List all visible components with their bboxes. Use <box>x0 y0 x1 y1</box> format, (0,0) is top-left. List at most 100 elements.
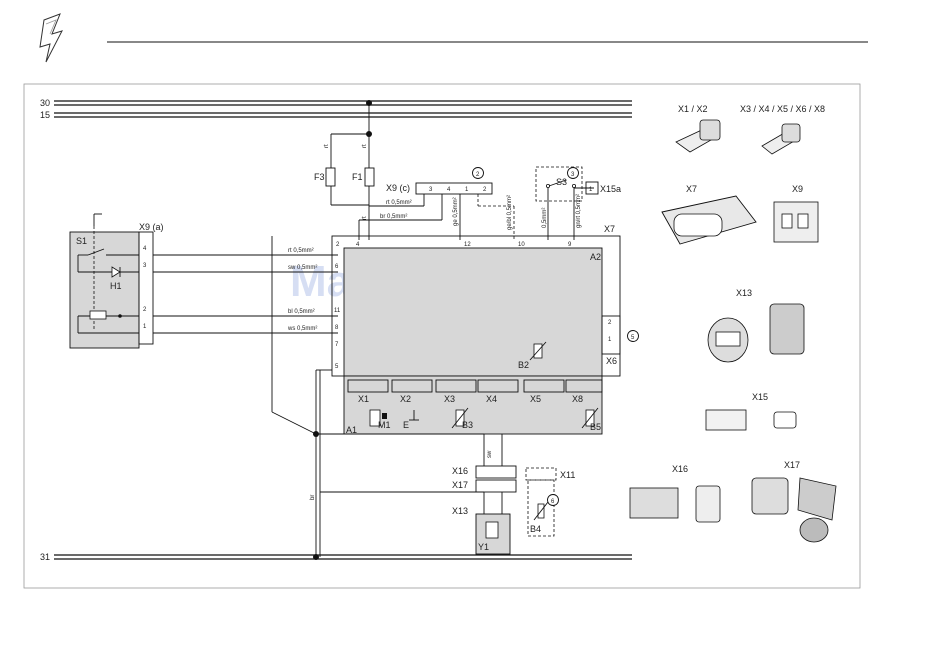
sensor-b3-label: B3 <box>462 420 473 430</box>
callout-3 <box>567 167 579 179</box>
legend-x17-title: X17 <box>784 460 800 470</box>
x9c-wiring <box>358 194 515 240</box>
valve-coil <box>485 521 499 539</box>
connector-x15a-label: X15a <box>600 184 621 194</box>
switch-s3-box <box>535 166 583 202</box>
callout-3-label: 3 <box>571 172 575 178</box>
wire-label-s3: 0,5mm² <box>542 208 548 228</box>
callout-2 <box>472 167 484 179</box>
connector-x15-drawing <box>705 409 797 431</box>
x7-pin-10: 10 <box>518 242 525 248</box>
a2-pin-6: 6 <box>335 264 339 270</box>
callout-6 <box>547 494 559 506</box>
wire-rt-label-1: rt <box>324 144 330 148</box>
switch-s1-label: S1 <box>76 236 87 246</box>
connector-x9a <box>138 231 154 345</box>
wire-rt-label-2: rt <box>362 144 368 148</box>
a2-pin-7: 7 <box>335 342 339 348</box>
wire-s1-bl-label: bl 0,5mm² <box>288 309 315 315</box>
wire-br05-label: br 0,5mm² <box>380 214 407 220</box>
lower-connector-row <box>347 379 603 393</box>
connector-x16-label: X16 <box>452 466 468 476</box>
wire-rt-label-3: rt <box>362 216 368 220</box>
control-unit-a2 <box>343 247 603 377</box>
x9a-pin-4: 4 <box>143 246 147 252</box>
connector-x7-label: X7 <box>604 224 615 234</box>
callout-5 <box>627 330 639 342</box>
bus-15-label: 15 <box>40 110 50 120</box>
connector-x11 <box>525 467 557 481</box>
callout-5-label: 5 <box>631 335 635 341</box>
wire-sw-valve-label: sw <box>487 450 493 458</box>
a2-pin-5: 5 <box>335 364 339 370</box>
legend-x13-title: X13 <box>736 288 752 298</box>
connector-x9c <box>415 182 493 195</box>
sensor-b4-label: B4 <box>530 524 541 534</box>
valve-y1-label: Y1 <box>478 542 489 552</box>
connector-x11-label: X11 <box>560 470 575 480</box>
connector-x16-drawing <box>629 485 721 523</box>
x9a-pin-2: 2 <box>143 307 147 313</box>
motor-m1-label: M1 <box>378 420 391 430</box>
x7-pin-4: 4 <box>356 242 360 248</box>
connector-x9-drawing <box>773 201 819 243</box>
fuse-circuit <box>325 100 375 240</box>
fuse-f1-label: F1 <box>352 172 363 182</box>
wire-br-ground-label: br <box>310 495 316 500</box>
x9c-pin-4: 4 <box>447 187 451 193</box>
connector-x2-label: X2 <box>400 394 411 404</box>
wire-gnrt05-label: gn/rt 0,5mm² <box>576 194 582 228</box>
fuse-f3 <box>325 167 336 187</box>
x9a-pin-1: 1 <box>143 324 147 330</box>
x7-pin-9: 9 <box>568 242 572 248</box>
connector-x3x8-drawing <box>761 123 801 155</box>
fuse-f3-label: F3 <box>314 172 325 182</box>
diagram-frame <box>23 83 861 589</box>
connector-x9a-label: X9 (a) <box>139 222 164 232</box>
legend-x9-title: X9 <box>792 184 803 194</box>
wire-gebl05-label: ge/bl 0,5mm² <box>507 195 513 230</box>
wire-s1-rt-label: rt 0,5mm² <box>288 248 314 254</box>
connector-x17-drawing <box>751 477 837 543</box>
wire-s1-ws-label: ws 0,5mm² <box>287 326 317 332</box>
legend-x3x8-title: X3 / X4 / X5 / X6 / X8 <box>740 104 825 114</box>
lightning-icon <box>39 13 63 63</box>
x9c-pin-1: 1 <box>465 187 469 193</box>
sensor-b2 <box>529 341 547 361</box>
connector-x6-label: X6 <box>606 356 617 366</box>
s1-internal <box>77 213 139 334</box>
a2-pin-11: 11 <box>334 308 341 314</box>
fuse-f1 <box>364 167 375 187</box>
sensor-b4-box <box>527 479 555 537</box>
connector-x5-label: X5 <box>530 394 541 404</box>
switch-s3 <box>546 179 594 240</box>
callout-6-label: 6 <box>551 499 555 505</box>
connector-x4-label: X4 <box>486 394 497 404</box>
sensor-b4 <box>533 501 549 521</box>
wire-ge05-label: ge 0,5mm² <box>453 197 459 226</box>
switch-s3-label: S3 <box>556 177 567 187</box>
bus-lines <box>54 100 632 560</box>
connector-x6 <box>601 315 621 355</box>
a2-pin-8: 8 <box>335 325 339 331</box>
x15a-pin-1: 1 <box>589 187 593 193</box>
x6-pin-1: 1 <box>608 337 612 343</box>
legend-x16-title: X16 <box>672 464 688 474</box>
wire-rt05-label: rt 0,5mm² <box>386 200 412 206</box>
ground-wiring <box>271 236 484 560</box>
connector-x13-label: X13 <box>452 506 468 516</box>
x7-pin-12: 12 <box>464 242 471 248</box>
bus-31-label: 31 <box>40 552 50 562</box>
lower-module-a1 <box>343 375 603 435</box>
legend-x1x2-title: X1 / X2 <box>678 104 708 114</box>
connector-x17-label: X17 <box>452 480 468 490</box>
x9c-pin-2: 2 <box>483 187 487 193</box>
switch-s1-panel <box>69 231 140 349</box>
sensor-b5-label: B5 <box>590 422 601 432</box>
valve-wiring <box>320 434 517 514</box>
connector-x1-label: X1 <box>358 394 369 404</box>
connector-x3-label: X3 <box>444 394 455 404</box>
lamp-h1-label: H1 <box>110 281 122 291</box>
connector-x1x2-drawing <box>675 119 721 153</box>
